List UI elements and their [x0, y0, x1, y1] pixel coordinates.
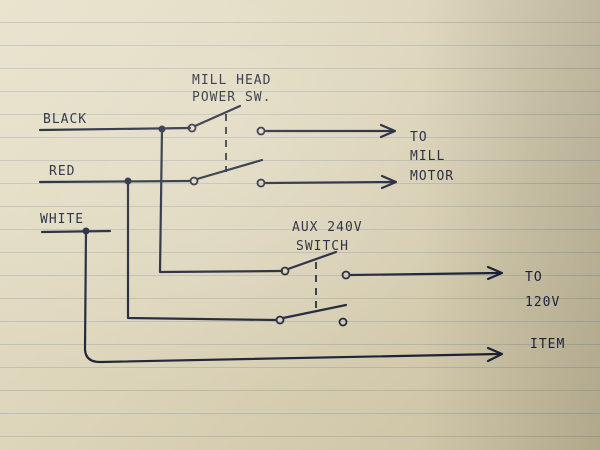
aux-switch-blade-1	[286, 250, 338, 271]
mill-switch-black-in	[187, 123, 197, 133]
label-mill: MILL	[410, 149, 445, 164]
label-to-mill: TO	[410, 130, 428, 145]
aux-switch-black-in	[280, 266, 290, 276]
label-power-sw: POWER SW.	[192, 90, 271, 105]
aux-switch-blade-2	[281, 303, 348, 320]
mill-switch-red-out	[256, 178, 266, 188]
label-item: ITEM	[530, 337, 565, 352]
label-white: WHITE	[40, 212, 84, 227]
mill-motor-arrowhead-1	[379, 123, 397, 139]
mill-motor-arrowhead-2	[380, 174, 398, 190]
label-motor: MOTOR	[410, 169, 454, 184]
aux-switch-red-in	[275, 315, 285, 325]
item-wire-hot	[349, 271, 500, 277]
label-120v: 120V	[525, 295, 560, 310]
label-black: BLACK	[43, 112, 87, 127]
white-arrowhead	[486, 346, 504, 363]
black-aux-branch	[158, 127, 284, 274]
mill-switch-red-in	[189, 176, 199, 186]
mill-switch-blade-2	[195, 158, 264, 181]
aux-switch-red-out	[338, 317, 348, 327]
item-arrowhead-hot	[486, 265, 504, 281]
label-red: RED	[49, 164, 75, 179]
mill-switch-black-out	[256, 126, 266, 136]
label-aux-240v: AUX 240V	[292, 220, 363, 235]
white-to-item	[83, 229, 500, 364]
red-aux-branch	[126, 179, 278, 322]
black-wire	[38, 126, 192, 132]
mill-motor-wire-2	[264, 180, 395, 185]
white-wire	[40, 229, 112, 234]
label-to-item: TO	[525, 270, 543, 285]
mill-switch-blade-1	[193, 104, 242, 128]
label-switch: SWITCH	[296, 239, 349, 254]
aux-switch-black-out	[341, 270, 351, 280]
red-wire	[38, 179, 192, 184]
label-mill-head: MILL HEAD	[192, 73, 271, 88]
